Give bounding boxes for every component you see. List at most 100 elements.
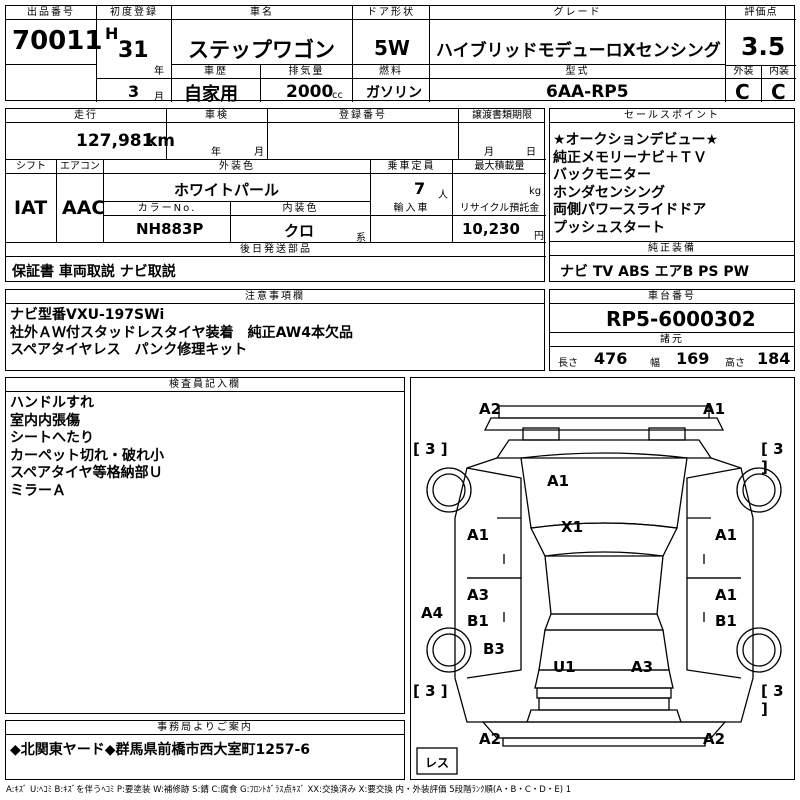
note-item: 社外ＡＷ付スタッドレスタイヤ装着 純正AW4本欠品: [10, 324, 353, 341]
grade-label: グレード: [430, 6, 725, 20]
damage-mark-roof-rear: U1: [553, 658, 576, 676]
inspection-label: 車検: [167, 109, 267, 123]
displacement: 2000: [286, 82, 334, 102]
displacement-unit: cc: [332, 90, 343, 101]
exterior-label: 外装: [726, 65, 761, 79]
sales-point-item: ★オークションデビュー★: [553, 132, 719, 148]
reg-year: 31: [118, 38, 149, 63]
damage-mark-left-rear-door-b: B1: [467, 612, 489, 630]
door-label: ドア形状: [353, 6, 429, 20]
later-parts-label: 後日発送部品: [6, 243, 546, 257]
era: H: [105, 24, 119, 43]
spare-tire: レス: [425, 756, 450, 770]
damage-mark-front-left: A2: [479, 400, 502, 418]
damage-mark-right-rear-door-a: A1: [715, 586, 738, 604]
inspector-item: シートへたり: [10, 430, 94, 446]
sales-points-label: セールスポイント: [550, 109, 794, 123]
car-name-label: 車名: [172, 6, 352, 20]
insp-year-unit: 年: [211, 147, 221, 158]
spec-label: 諸元: [550, 332, 794, 347]
capacity-unit: 人: [438, 190, 448, 201]
month-unit: 月: [154, 92, 164, 103]
car-name: ステップワゴン: [188, 38, 335, 62]
mileage-unit: km: [146, 131, 176, 151]
first-reg-label: 初度登録: [97, 6, 171, 20]
height: 184: [757, 349, 791, 368]
tire-rr: [ 3 ]: [761, 682, 784, 718]
later-parts: 保証書 車両取説 ナビ取説: [12, 264, 176, 280]
tire-fl: [ 3 ]: [413, 440, 448, 458]
capacity-label: 乗車定員: [371, 160, 452, 174]
load-label: 最大積載量: [453, 160, 546, 174]
inspector-item: スペアタイヤ等格納部Ｕ: [10, 465, 163, 481]
damage-mark-rear-right-corner: A2: [703, 730, 726, 748]
inspector-item: カーペット切れ・破れ小: [10, 447, 164, 464]
model: 6AA-RP5: [546, 82, 629, 102]
door: 5W: [374, 36, 410, 60]
sales-points-panel: セールスポイント ★オークションデビュー★ 純正メモリーナビ＋ＴＶ バックモニタ…: [549, 108, 795, 242]
capacity: 7: [414, 179, 426, 198]
inspector-item: 室内内張傷: [10, 412, 80, 429]
interior-label: 内装: [762, 65, 796, 79]
damage-mark-rear-right: A3: [631, 658, 654, 676]
color: ホワイトパール: [174, 181, 280, 199]
year-unit: 年: [154, 66, 164, 77]
fuel-label: 燃料: [353, 65, 429, 79]
inspector-item: ミラーＡ: [10, 482, 66, 499]
mileage: 127,981: [76, 131, 154, 151]
notes-panel: 注意事項欄 ナビ型番VXU-197SWi 社外ＡＷ付スタッドレスタイヤ装着 純正…: [5, 289, 545, 371]
grade: ハイブリッドモデューロXセンシング: [436, 41, 721, 61]
car-outline: [416, 405, 782, 775]
score-label: 評価点: [726, 6, 796, 20]
insp-month-unit: 月: [254, 147, 264, 158]
width-label: 幅: [650, 358, 660, 369]
sales-point-item: 両側パワースライドドア: [553, 202, 707, 218]
length: 476: [594, 349, 628, 368]
exterior-grade: C: [735, 80, 750, 104]
office-label: 事務局よりご案内: [6, 721, 404, 735]
inspector-item: ハンドルすれ: [10, 395, 94, 411]
history-label: 車歴: [172, 65, 260, 79]
transfer-label: 譲渡書類期限: [459, 109, 545, 123]
note-item: スペアタイヤレス パンク修理キット: [10, 342, 248, 358]
mileage-label: 走行: [6, 109, 166, 123]
inspector-label: 検査員記入欄: [6, 378, 404, 392]
damage-mark-hood: A1: [547, 472, 570, 490]
legend-text: A:ｷｽﾞ U:ﾍｺﾐ B:ｷｽﾞを伴うﾍｺﾐ P:要塗装 W:補修跡 S:錆 …: [6, 785, 572, 795]
shift: IAT: [14, 197, 48, 219]
transfer-month-unit: 月: [484, 147, 494, 158]
interior-color-label: 内装色: [231, 202, 370, 216]
chassis-label: 車台番号: [550, 290, 794, 304]
sales-point-item: バックモニター: [553, 167, 651, 183]
reg-month: 3: [128, 82, 140, 101]
equipment-text: ナビ TV ABS エアB PS PW: [560, 264, 750, 280]
chassis-panel: 車台番号 RP5-6000302 諸元 長さ 476 幅 169 高さ 184: [549, 289, 795, 371]
damage-diagram: A2 A1 A1 X1 A1 A1 A3 B1 A1 B1 A4 B3 U1 A…: [410, 377, 795, 780]
lot-number: 70011: [12, 26, 103, 56]
notes-label: 注意事項欄: [6, 290, 544, 304]
lot-label: 出品番号: [6, 6, 96, 20]
color-no: NH883P: [136, 220, 204, 238]
equipment-label: 純正装備: [550, 242, 794, 256]
office-text: ◆北関東ヤード◆群馬県前橋市西大室町1257-6: [10, 742, 311, 758]
damage-mark-left-front-door: A1: [467, 526, 490, 544]
vehicle-info-panel: 走行 127,981 km 車検 年 月 登録番号 譲渡書類期限 月 日 シフト…: [5, 108, 546, 282]
interior-color-unit: 系: [356, 233, 366, 244]
ac: AAC: [62, 197, 106, 219]
recycle-label: リサイクル預託金: [453, 202, 546, 216]
inspector-panel: 検査員記入欄 ハンドルすれ 室内内張傷 シートへたり カーペット切れ・破れ小 ス…: [5, 377, 405, 714]
score: 3.5: [741, 32, 786, 61]
width: 169: [676, 349, 710, 368]
sales-point-item: ホンダセンシング: [553, 184, 665, 201]
damage-mark-left-side: A4: [421, 604, 444, 622]
damage-mark-right-front-door: A1: [715, 526, 738, 544]
sales-point-item: 純正メモリーナビ＋ＴＶ: [553, 149, 707, 166]
recycle-unit: 円: [534, 231, 544, 242]
chassis-number: RP5-6000302: [606, 307, 756, 331]
interior-grade: C: [771, 80, 786, 104]
transfer-day-unit: 日: [526, 147, 536, 158]
fuel: ガソリン: [366, 85, 422, 101]
header-panel: 出品番号 70011 初度登録 H 31 年 3 月 車名 ステップワゴン 車歴…: [5, 5, 796, 105]
note-item: ナビ型番VXU-197SWi: [10, 307, 165, 323]
height-label: 高さ: [725, 358, 745, 369]
